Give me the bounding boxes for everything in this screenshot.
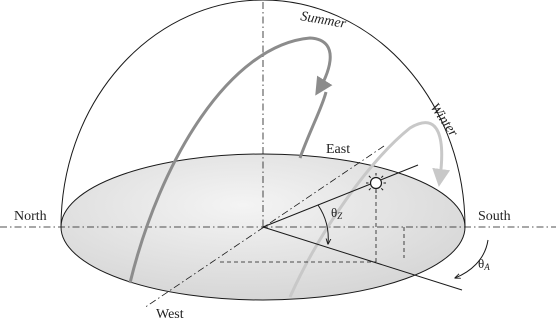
label-theta-z: θZ (331, 205, 343, 221)
zenith-angle-arc (317, 204, 328, 244)
azimuth-angle-arc (455, 239, 489, 278)
azimuth-angle-arc-start (470, 234, 490, 236)
winter-sun-path (288, 121, 451, 298)
label-theta-a: θA (478, 256, 490, 272)
label-north: North (14, 209, 47, 224)
theta-a-subscript: A (483, 262, 490, 272)
label-east: East (326, 142, 350, 157)
sun-ray-line (262, 164, 419, 228)
label-winter: Winter (427, 101, 461, 141)
theta-z-symbol: θ (331, 205, 337, 220)
horizontal-projection (262, 226, 463, 291)
theta-z-subscript: Z (337, 211, 343, 221)
theta-a-symbol: θ (478, 256, 484, 271)
sun-icon (366, 173, 386, 193)
summer-sun-path (128, 36, 333, 284)
summer-sun-path-lower (298, 91, 328, 159)
celestial-dome (60, 0, 466, 228)
label-summer: Summer (299, 9, 347, 32)
label-west: West (156, 307, 184, 322)
east-west-axis (143, 145, 385, 309)
label-south: South (478, 209, 511, 224)
